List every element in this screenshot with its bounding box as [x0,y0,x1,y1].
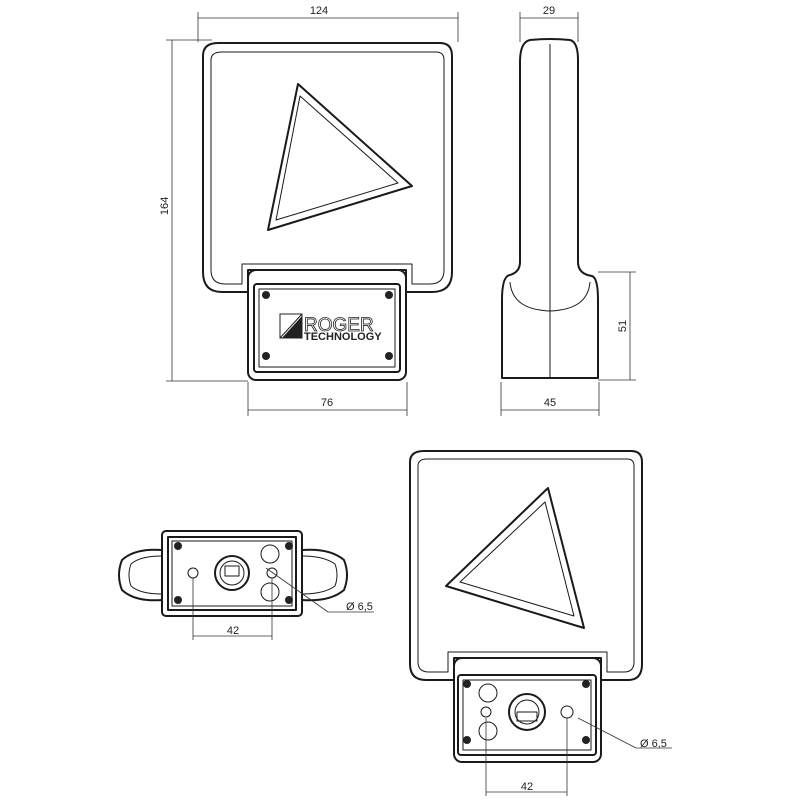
bottom-view: 42 Ø 6,5 [118,530,374,640]
cable-gland-slot [516,711,538,722]
knockout-icon [260,582,280,602]
dim-base-width-label: 76 [321,397,333,409]
screw-icon [582,680,590,688]
dim-hole-diameter-label: Ø 6,5 [346,601,373,613]
dim-base-height-label: 51 [617,320,629,332]
cable-gland-inner [514,699,540,725]
roger-logo-icon [279,313,303,339]
front-arrow-outer [267,83,413,231]
logo-text-roger: ROGER [304,315,374,336]
dim-rear-hole-spacing-label: 42 [521,781,533,793]
front-base-outer [247,269,407,381]
screw-icon [174,596,182,604]
logo-text-technology: TECHNOLOGY [304,331,382,343]
front-body-outline [202,42,453,293]
front-arrow-inner [275,95,399,221]
dim-height-label: 164 [159,197,171,215]
side-view: 29 51 45 [500,5,636,416]
rear-arrow-outer [445,487,585,629]
bottom-wing-right [301,548,348,602]
front-view: ROGER TECHNOLOGY 124 164 76 [159,5,459,416]
bottom-plate-inner [171,540,293,607]
bottom-wing-left-inner [128,555,163,595]
mount-hole-icon [187,567,199,579]
cable-gland-icon [508,693,546,731]
dim-width-label: 124 [310,5,328,17]
rear-plate [457,674,597,756]
knockout-icon [478,721,498,741]
side-neck-curve [509,281,591,312]
bottom-wing-left [118,548,163,602]
side-body-outline [501,38,599,379]
screw-icon [385,352,393,360]
screw-icon [174,542,182,550]
knockout-icon [260,544,280,564]
front-plate [253,283,401,373]
rear-plate-inner [462,679,592,751]
rear-base-outer [453,657,602,763]
bottom-plate [167,536,297,611]
screw-icon [285,596,293,604]
screw-icon [463,680,471,688]
screw-icon [262,352,270,360]
dim-depth-label: 29 [543,5,555,17]
cable-gland-icon [214,555,250,591]
screw-icon [582,736,590,744]
dim-hole-spacing-label: 42 [227,625,239,637]
mount-hole-icon [480,706,492,718]
front-body-inner [210,51,445,285]
bottom-wing-right-inner [301,555,338,595]
rear-arrow-inner [459,501,575,617]
mount-hole-icon [560,705,574,719]
front-plate-inner [258,288,396,368]
dim-base-depth-label: 45 [544,397,556,409]
screw-icon [463,736,471,744]
rear-view: 42 Ø 6,5 [409,450,672,796]
screw-icon [262,291,270,299]
bottom-plate-outer [161,530,303,617]
cable-gland-slot [224,565,240,577]
screw-icon [285,542,293,550]
knockout-icon [478,683,498,703]
rear-body-outline [409,450,643,681]
rear-body-inner [417,458,635,673]
dim-rear-hole-diameter-label: Ø 6,5 [640,738,667,750]
cable-gland-inner [219,560,245,586]
screw-icon [385,291,393,299]
